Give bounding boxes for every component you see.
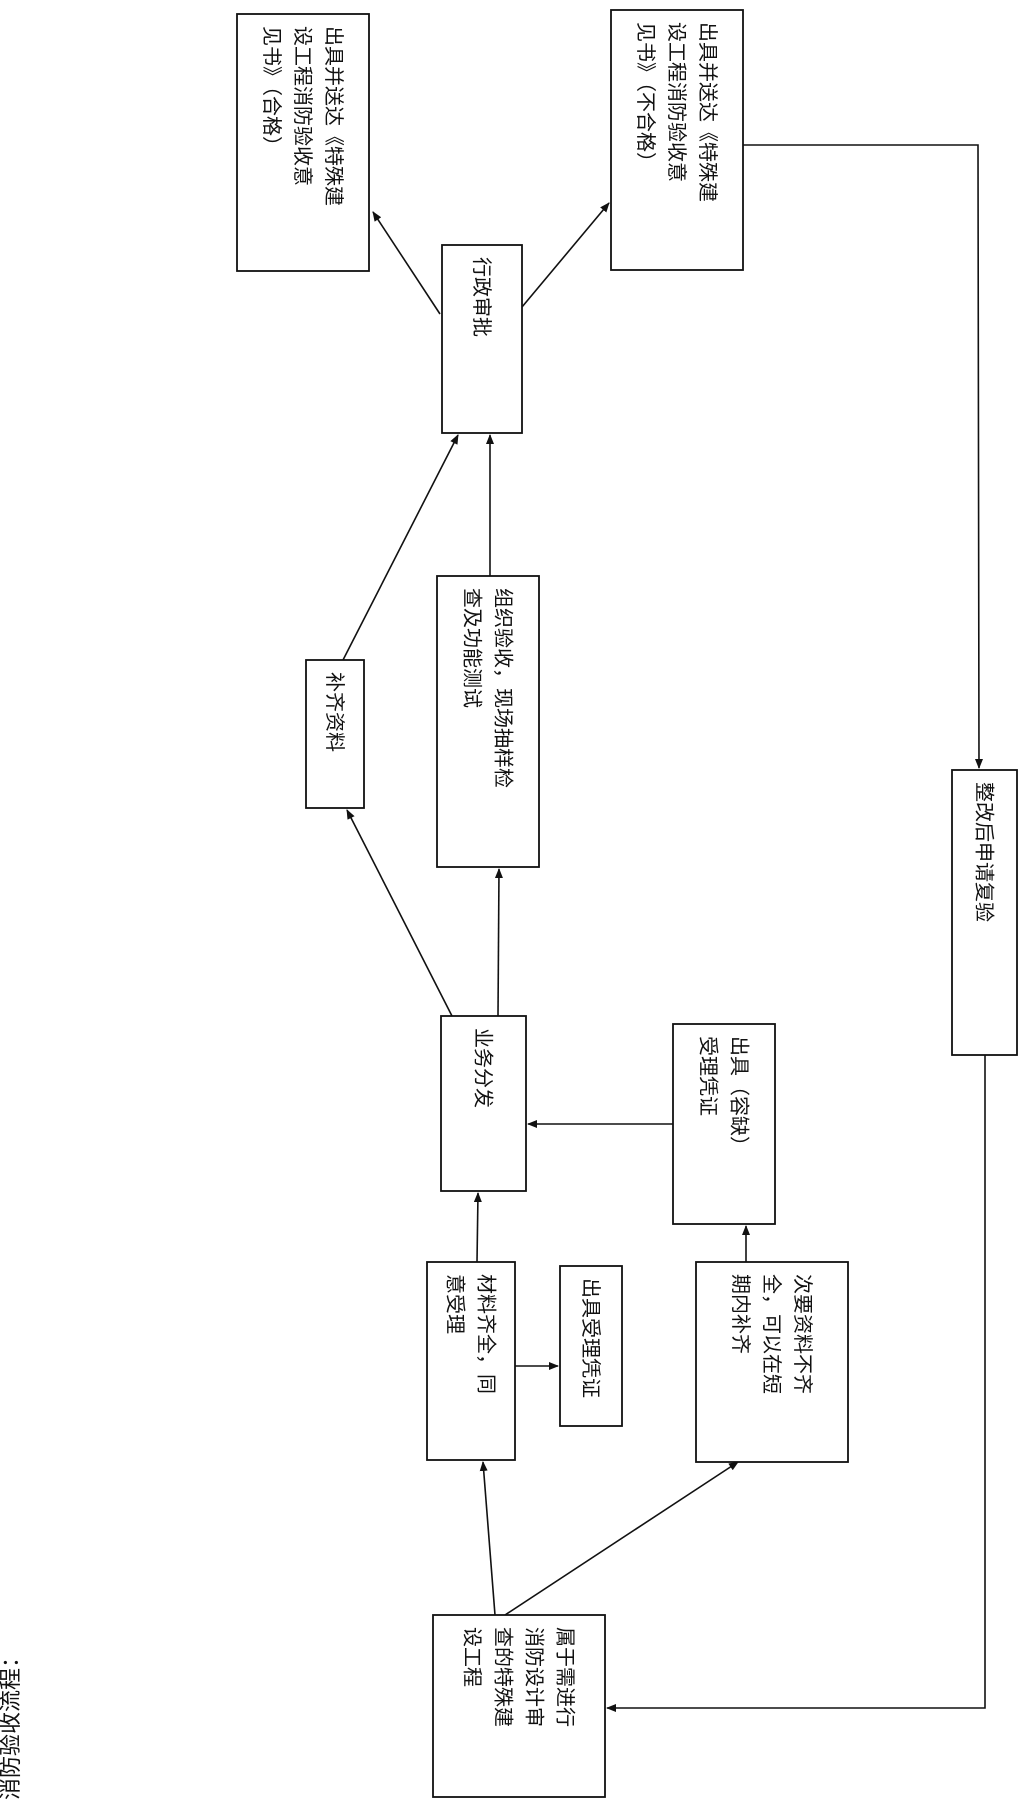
edge-supplement-to-approval [342, 434, 459, 661]
node-box [436, 575, 540, 868]
node-supplement: 补齐资料 [305, 659, 365, 809]
node-box [305, 659, 365, 809]
node-box [695, 1261, 849, 1463]
node-approval: 行政审批 [441, 244, 523, 434]
edge-fail-to-reinspection [743, 144, 983, 769]
node-box [426, 1261, 516, 1461]
node-label-line: 出具并送达《特殊建 [696, 22, 720, 202]
node-label-line: 查及功能测试 [461, 588, 485, 708]
node-label-line: 全，可以在短 [760, 1274, 784, 1394]
node-label-line: 意受理 [444, 1274, 468, 1334]
node-label-line: 出具并送达《特殊建 [322, 26, 346, 206]
edge-dispatch-to-inspection [494, 868, 503, 1017]
node-label-line: 查的特殊建 [492, 1627, 516, 1727]
edge-approval-to-fail [521, 202, 610, 308]
edge-project-to-complete [479, 1461, 496, 1616]
node-label-line: 出具（容缺） [728, 1036, 752, 1156]
node-label-line: 期内补齐 [729, 1274, 753, 1354]
node-box [951, 769, 1018, 1056]
node-label-line: 次要资料不齐 [791, 1274, 815, 1394]
node-box [441, 244, 523, 434]
node-label-line: 见书》（不合格） [634, 22, 658, 172]
node-box [236, 13, 370, 272]
node-box [559, 1265, 623, 1427]
node-label-line: 设工程 [461, 1627, 485, 1687]
edge-reinspection-to-project [606, 1055, 986, 1712]
node-label-line: 业务分发 [472, 1028, 496, 1108]
node-label-line: 补齐资料 [323, 672, 347, 752]
node-label-line: 受理凭证 [697, 1036, 721, 1116]
node-receipt: 出具受理凭证 [559, 1265, 623, 1427]
page-title: 消防验收流程： [0, 1646, 24, 1800]
edge-dispatch-to-supplement [346, 809, 453, 1017]
node-box [610, 9, 744, 271]
node-label-line: 设工程消防验收意 [291, 26, 315, 186]
node-label-line: 出具受理凭证 [579, 1278, 603, 1398]
node-label-line: 组织验收，现场抽样检 [492, 588, 516, 788]
node-label-line: 整改后申请复验 [973, 782, 997, 922]
node-label-line: 属于需进行 [554, 1627, 578, 1727]
node-label-line: 行政审批 [470, 257, 494, 337]
node-label-line: 设工程消防验收意 [665, 22, 689, 182]
node-label-line: 消防设计审 [523, 1627, 547, 1727]
node-dispatch: 业务分发 [440, 1015, 527, 1192]
node-reinspection: 整改后申请复验 [951, 769, 1018, 1056]
flow-edges [342, 144, 986, 1712]
edge-project-to-incomplete [504, 1461, 739, 1616]
node-label-line: 材料齐全，同 [475, 1274, 499, 1394]
edge-approval-to-pass [372, 211, 441, 315]
node-box [672, 1023, 776, 1225]
node-tolerance-receipt: 出具（容缺） 受理凭证 [672, 1023, 776, 1225]
edge-complete-to-dispatch [473, 1192, 482, 1263]
node-label-line: 见书》（合格） [260, 26, 284, 156]
node-box [432, 1614, 606, 1798]
node-box [440, 1015, 527, 1192]
